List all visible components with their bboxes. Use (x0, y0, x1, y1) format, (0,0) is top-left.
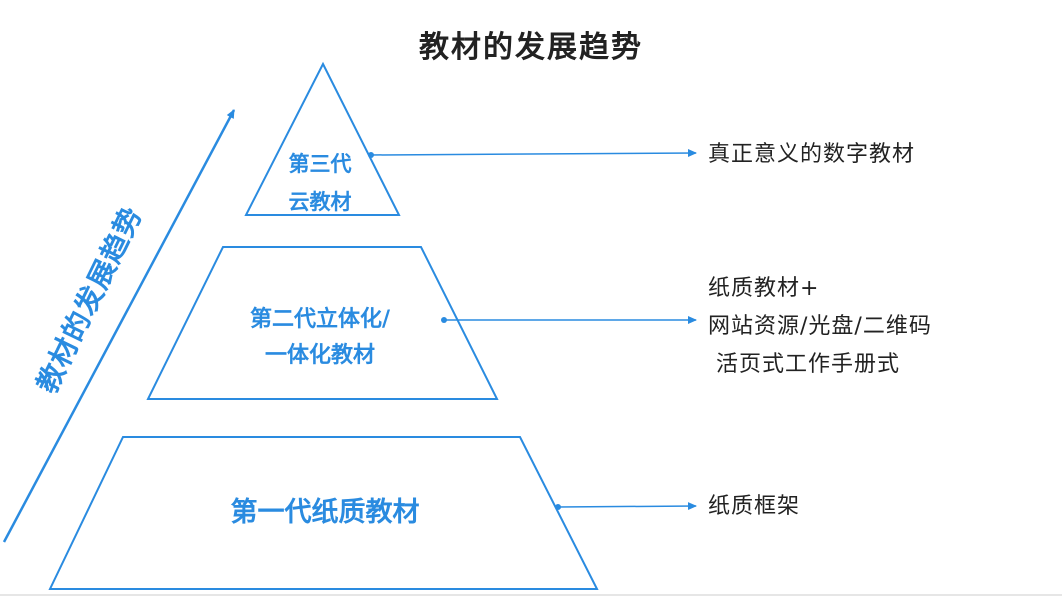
tier-1-label: 第一代纸质教材 (160, 493, 490, 533)
page-title: 教材的发展趋势 (419, 30, 643, 65)
tier-1-description: 纸质框架 (708, 492, 800, 522)
tier-1-trapezoid (48, 436, 599, 590)
bottom-divider (0, 594, 1062, 596)
tier-3-label-line-2: 云教材 (288, 190, 352, 214)
tier-2-description: 纸质教材+ 网站资源/光盘/二维码 活页式工作手册式 (708, 270, 932, 384)
connector-arrow-1 (557, 502, 697, 511)
trend-arrow (2, 109, 236, 543)
tier-2-label-line-1: 第二代立体化/ (249, 307, 391, 332)
tier-3-label: 第三代 云教材 (250, 145, 390, 221)
tier-3-label-line-1: 第三代 (288, 152, 352, 176)
tier-3-description: 真正意义的数字教材 (708, 140, 915, 170)
tier-1-description-line-1: 纸质框架 (708, 494, 801, 519)
tier-2-trapezoid (146, 246, 499, 400)
tier-1-label-line-1: 第一代纸质教材 (230, 497, 420, 528)
tier-3-triangle (244, 61, 401, 216)
tier-2-label-line-2: 一体化教材 (264, 343, 375, 368)
connector-arrow-3 (370, 149, 697, 158)
tier-2-description-line-2: 网站资源/光盘/二维码 (708, 314, 932, 339)
tier-2-description-line-1: 纸质教材+ (708, 276, 820, 301)
tier-2-description-line-3: 活页式工作手册式 (716, 352, 901, 377)
tier-2-label: 第二代立体化/ 一体化教材 (205, 302, 435, 374)
tier-3-description-line-1: 真正意义的数字教材 (708, 142, 916, 167)
